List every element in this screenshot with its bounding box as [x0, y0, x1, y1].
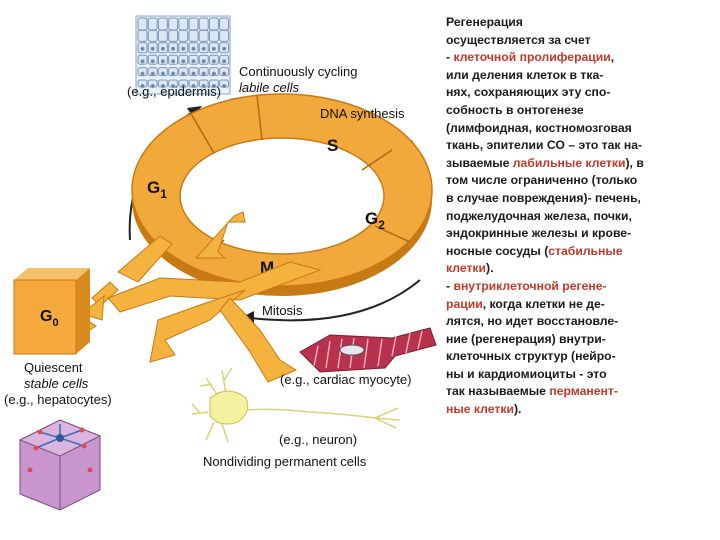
labile-cells-label-line2: labile cells: [239, 80, 299, 95]
epidermis-cell: [179, 30, 188, 41]
epidermis-nucleus: [161, 47, 164, 50]
epidermis-nucleus: [141, 72, 144, 75]
nondividing-label: Nondividing permanent cells: [203, 454, 367, 469]
labile-cells-label-line1: Continuously cycling: [239, 64, 358, 79]
epidermis-nucleus: [161, 72, 164, 75]
epidermis-nucleus: [141, 47, 144, 50]
description-text: ).: [514, 402, 521, 416]
epidermis-nucleus: [182, 72, 185, 75]
epidermis-nucleus: [212, 72, 215, 75]
epidermis-illustration: [136, 16, 230, 94]
epidermis-nucleus: [141, 60, 144, 63]
epidermis-nucleus: [223, 85, 226, 88]
epidermis-nucleus: [161, 60, 164, 63]
epidermis-nucleus: [192, 47, 195, 50]
mitosis-label: Mitosis: [262, 303, 303, 318]
epidermis-cell: [199, 18, 208, 30]
epidermis-cell: [158, 30, 167, 41]
dna-synthesis-label: DNA synthesis: [320, 106, 405, 121]
phase-s-label: S: [327, 136, 338, 155]
epidermis-nucleus: [192, 60, 195, 63]
epidermis-nucleus: [202, 60, 205, 63]
epidermis-nucleus: [172, 47, 175, 50]
epidermis-cell: [138, 18, 147, 30]
epidermis-nucleus: [223, 72, 226, 75]
epidermis-cell: [148, 30, 157, 41]
epidermis-cell: [189, 18, 198, 30]
quiescent-label-line2: stable cells: [24, 376, 89, 391]
epidermis-cell: [209, 18, 218, 30]
cardiac-example-label: (e.g., cardiac myocyte): [280, 372, 412, 387]
epidermis-nucleus: [151, 60, 154, 63]
epidermis-nucleus: [202, 72, 205, 75]
epidermis-cell: [189, 30, 198, 41]
epidermis-nucleus: [202, 47, 205, 50]
epidermis-nucleus: [151, 72, 154, 75]
epidermis-cell: [220, 30, 229, 41]
epidermis-nucleus: [182, 60, 185, 63]
neuron-example-label: (e.g., neuron): [279, 432, 357, 447]
epidermis-nucleus: [223, 47, 226, 50]
epidermis-nucleus: [182, 47, 185, 50]
epidermis-cell: [169, 18, 178, 30]
epidermis-cell: [158, 18, 167, 30]
epidermis-cell: [138, 30, 147, 41]
epidermis-nucleus: [172, 60, 175, 63]
epidermis-cell: [209, 30, 218, 41]
epidermis-cell: [148, 18, 157, 30]
epidermis-cell: [220, 18, 229, 30]
epidermis-cell: [199, 30, 208, 41]
epidermis-nucleus: [172, 72, 175, 75]
highlighted-term: клеточной пролиферации: [453, 50, 610, 64]
epidermis-nucleus: [223, 60, 226, 63]
epidermis-nucleus: [192, 72, 195, 75]
highlighted-term: лабильные клетки: [513, 156, 626, 170]
quiescent-label-line1: Quiescent: [24, 360, 83, 375]
description-text: , или деления клеток в тка- нях, сохраня…: [446, 50, 642, 170]
description-text: ), в том числе ограниченно (только в слу…: [446, 156, 644, 258]
epidermis-nucleus: [151, 47, 154, 50]
hepatocyte-illustration: [20, 420, 100, 510]
hepatocytes-example-label: (e.g., hepatocytes): [4, 392, 112, 407]
cardiac-myocyte-illustration: [300, 328, 436, 372]
epidermis-nucleus: [212, 60, 215, 63]
epidermis-cell: [179, 18, 188, 30]
neuron-soma: [210, 391, 248, 424]
epidermis-cell: [169, 30, 178, 41]
epidermis-nucleus: [212, 47, 215, 50]
regeneration-description: Регенерация осуществляется за счет - кле…: [446, 14, 691, 419]
epidermis-example-label: (e.g., epidermis): [127, 84, 221, 99]
